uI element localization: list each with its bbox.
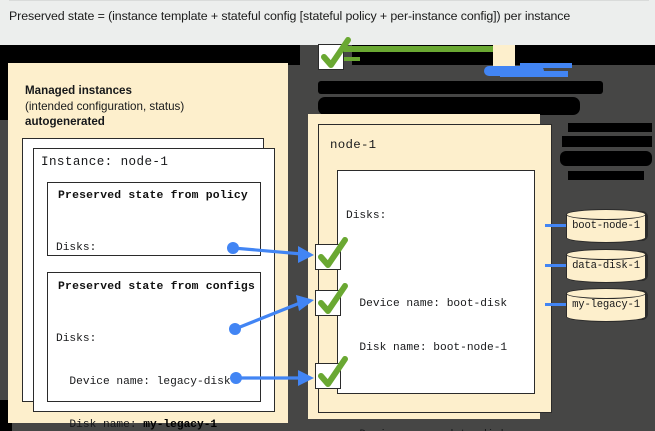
policy-disks-label: Disks:: [56, 241, 97, 254]
check-node-id: [315, 356, 348, 389]
caption-bar: Preserved state = (instance template + s…: [0, 0, 655, 45]
node-data-device: Device name: data-disk: [346, 428, 521, 431]
preserved-state-policy-title: Preserved state from policy: [58, 190, 248, 202]
node-spacer-1: [346, 253, 521, 268]
redaction-cream-chip: [493, 45, 515, 67]
check-icon: [318, 356, 348, 387]
disk-label: boot-node-1: [572, 220, 640, 232]
disk-top: [566, 249, 646, 260]
preserved-state-configs-box: [47, 272, 261, 402]
configs-device-name: Device name: legacy-disk: [56, 376, 231, 389]
disk-data-disk-1: data-disk-1: [566, 249, 650, 283]
disk-connector-boot: [545, 224, 567, 227]
check-icon: [318, 283, 348, 314]
caption-divider: [9, 0, 649, 1]
redaction-right-2: [562, 136, 652, 147]
node-boot-disk: Disk name: boot-node-1: [346, 341, 508, 354]
check-icon: [318, 237, 348, 268]
redaction-bar-mid-2: [318, 97, 580, 115]
disk-connector-legacy: [545, 303, 567, 306]
disk-connector-data: [545, 264, 567, 267]
preserved-state-policy-box: [47, 182, 261, 256]
disk-label: data-disk-1: [572, 260, 640, 272]
redaction-blue-scribble-2: [500, 71, 568, 77]
check-icon: [321, 37, 351, 68]
node-disks-label: Disks:: [346, 210, 387, 223]
configs-disks-label: Disks:: [56, 332, 97, 345]
disk-label: my-legacy-1: [572, 299, 640, 311]
node-label: node-1: [330, 138, 377, 152]
redaction-right-4: [568, 171, 644, 180]
caption-text: Preserved state = (instance template + s…: [9, 9, 571, 23]
check-legacy-disk: [315, 283, 348, 316]
redaction-green-tick: [332, 57, 360, 61]
node-boot-device: Device name: boot-disk: [346, 297, 508, 310]
redaction-bar-left-edge: [0, 65, 8, 120]
managed-instances-title: Managed instances: [25, 84, 132, 97]
managed-instances-heading: Managed instances (intended configuratio…: [25, 83, 184, 130]
node-spacer-2: [346, 384, 521, 399]
redaction-right-1: [568, 123, 652, 132]
redaction-bar-top-left: [0, 45, 300, 65]
disk-top: [566, 209, 646, 220]
instance-label: Instance: node-1: [41, 155, 169, 169]
configs-disk-name-value: my-legacy-1: [143, 419, 218, 431]
disk-my-legacy-1: my-legacy-1: [566, 288, 650, 322]
node-inner-box: [337, 170, 535, 394]
redaction-green-bar: [340, 46, 505, 52]
configs-disk-name-prefix: Disk name:: [56, 419, 144, 431]
redaction-bar-mid-1: [318, 81, 603, 94]
redaction-bar-top-far-right: [524, 49, 655, 62]
node-details: Disks: Device name: boot-disk Disk name:…: [346, 180, 521, 431]
check-data-disk: [315, 237, 348, 270]
redaction-blue-scribble-3: [520, 63, 572, 68]
disk-boot-node-1: boot-node-1: [566, 209, 650, 243]
check-top-redacted: [318, 37, 351, 70]
managed-instances-autogen: autogenerated: [25, 115, 105, 128]
managed-instances-subtitle: (intended configuration, status): [25, 99, 185, 113]
preserved-state-configs-title: Preserved state from configs: [58, 281, 255, 293]
preserved-state-configs-body: Disks: Device name: legacy-disk Disk nam…: [56, 303, 231, 431]
redaction-right-3: [560, 151, 652, 166]
disk-top: [566, 288, 646, 299]
configs-disk-name-row: Disk name: my-legacy-1: [56, 418, 231, 431]
